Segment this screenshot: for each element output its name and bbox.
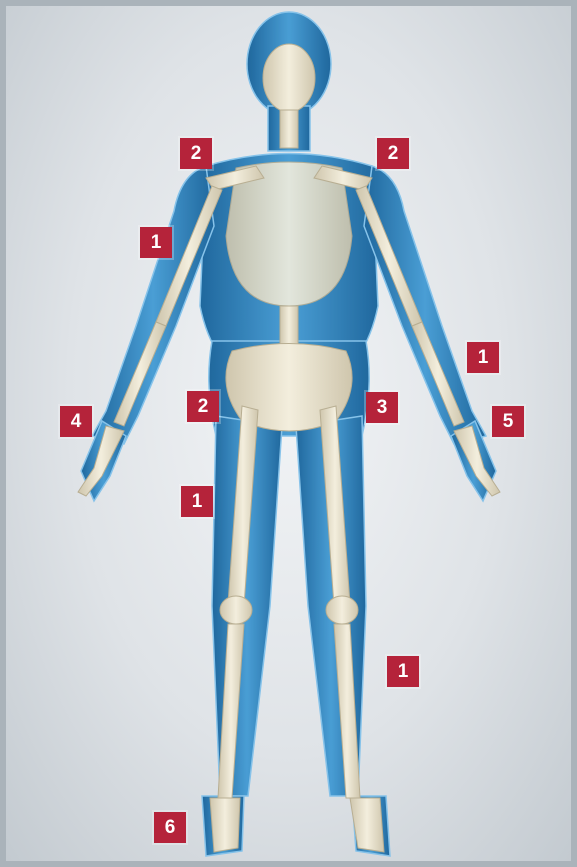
label-badge: 5: [492, 406, 524, 437]
label-badge: 2: [377, 138, 409, 169]
label-badge: 2: [180, 138, 212, 169]
label-badge: 1: [181, 486, 213, 517]
label-badge: 1: [140, 227, 172, 258]
label-badge: 6: [154, 812, 186, 843]
label-badge: 4: [60, 406, 92, 437]
label-badge: 1: [387, 656, 419, 687]
label-badge: 3: [366, 392, 398, 423]
skeleton-bones: [78, 44, 500, 852]
label-badge: 1: [467, 342, 499, 373]
label-badge: 2: [187, 391, 219, 422]
